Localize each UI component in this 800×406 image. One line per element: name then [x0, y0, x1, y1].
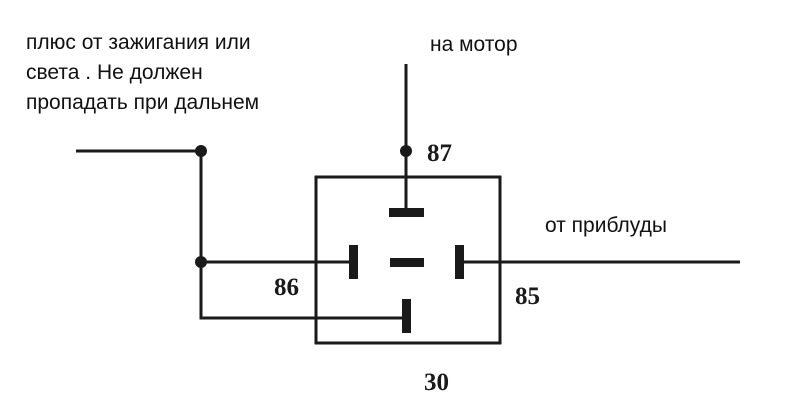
- ignition-note-line: света . Не должен: [26, 61, 203, 84]
- pin-30-terminal: [402, 299, 411, 333]
- ignition-wire: [76, 149, 404, 320]
- pin-87-label: 87: [427, 140, 452, 167]
- sensor-label: от приблуды: [545, 214, 667, 237]
- ignition-note-line: пропадать при дальнем: [26, 91, 260, 114]
- pin-86-terminal: [349, 245, 358, 279]
- pin-87-terminal: [389, 208, 424, 217]
- relay-body: [314, 175, 502, 345]
- pin-30-label: 30: [424, 369, 449, 396]
- ignition-note: плюс от зажигания или света . Не должен …: [26, 28, 259, 118]
- pin-86-label: 86: [274, 274, 299, 301]
- motor-label: на мотор: [430, 33, 518, 56]
- pin-85-label: 85: [515, 283, 540, 310]
- pin-86-junction: [195, 256, 207, 268]
- pin-87a-terminal: [390, 258, 424, 267]
- pin-87-junction: [400, 145, 412, 157]
- ignition-note-line: плюс от зажигания или: [26, 31, 251, 54]
- ignition-junction: [195, 145, 207, 157]
- pin-85-terminal: [455, 245, 464, 279]
